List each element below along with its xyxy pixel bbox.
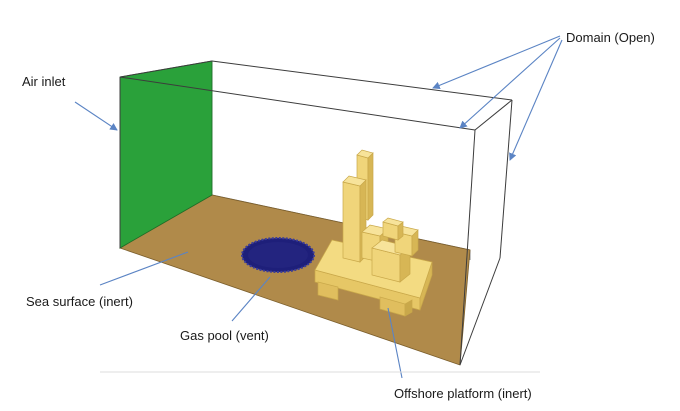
leader-platform [387, 307, 403, 379]
offshore-platform [314, 149, 433, 317]
gas-pool [241, 237, 315, 273]
leader-domain-3 [509, 39, 563, 161]
domain-box-front-edges [119, 60, 513, 366]
label-domain: Domain (Open) [566, 30, 655, 45]
leader-domain-1 [432, 35, 561, 90]
leader-sea-surface [99, 251, 189, 286]
label-platform: Offshore platform (inert) [394, 386, 532, 401]
label-air-inlet: Air inlet [22, 74, 66, 89]
leader-gas-pool [231, 276, 271, 322]
label-sea-surface: Sea surface (inert) [26, 294, 133, 309]
leader-air-inlet [74, 101, 118, 131]
leader-domain-2 [459, 37, 561, 129]
leader-lines [74, 35, 563, 379]
label-gas-pool: Gas pool (vent) [180, 328, 269, 343]
